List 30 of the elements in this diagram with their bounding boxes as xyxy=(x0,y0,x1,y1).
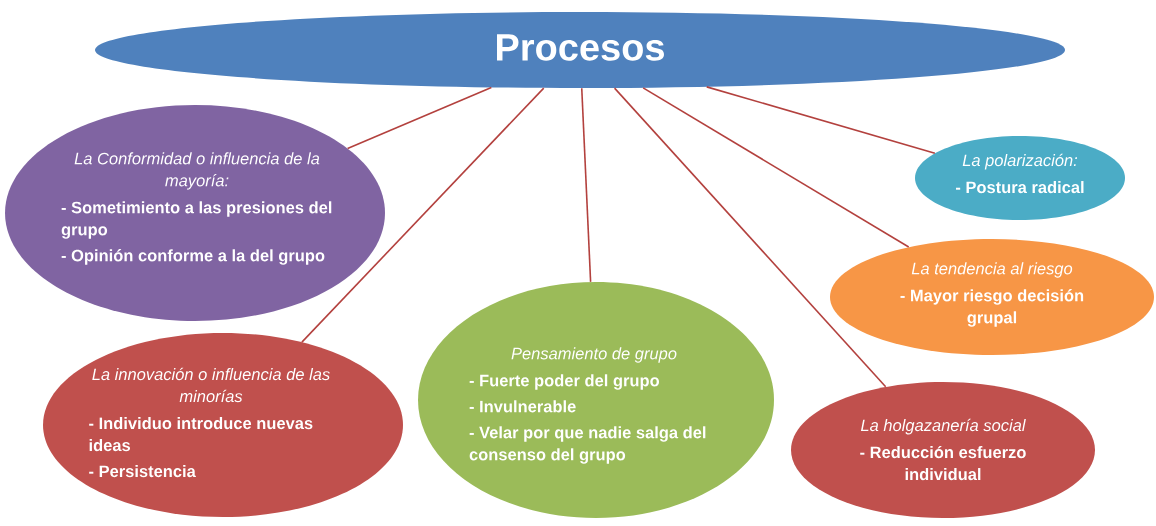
connector-line xyxy=(580,87,592,283)
connector-line xyxy=(705,86,936,154)
bullet-text: - Persistencia xyxy=(89,465,196,478)
title: Procesos xyxy=(497,34,664,61)
connector-line xyxy=(301,87,545,343)
topic-ellipse xyxy=(830,239,1154,355)
connector-line xyxy=(346,86,493,150)
connector-line xyxy=(613,87,887,388)
bullet-text: - Invulnerable xyxy=(469,400,576,413)
topic-ellipse xyxy=(418,282,774,518)
bullet-text: - Fuerte poder del grupo xyxy=(469,374,660,390)
topic-ellipse xyxy=(43,333,403,517)
heading: La Conformidad o influencia de la mayoría: xyxy=(74,152,320,190)
bullet-text: - Velar por que nadie salga del consenso del grupo xyxy=(469,426,706,464)
heading: La holgazanería social xyxy=(860,418,1026,435)
bullet-text: - Mayor riesgo decisión grupal xyxy=(900,289,1084,327)
topic-ellipse xyxy=(915,136,1125,220)
heading: La innovación o influencia de las minorías xyxy=(92,367,330,403)
bullet-text: - Postura radical xyxy=(956,181,1084,194)
bullet-text: - Sometimiento a las presiones del grupo xyxy=(61,201,332,239)
topic-ellipse xyxy=(5,105,385,321)
topic-ellipse xyxy=(95,12,1065,88)
connector-line xyxy=(642,87,910,248)
bullet-text: - Individuo introduce nuevas ideas xyxy=(89,417,313,452)
heading: La tendencia al riesgo xyxy=(911,262,1073,278)
bullet-text: - Reducción esfuerzo individual xyxy=(860,445,1026,481)
heading: La polarización: xyxy=(962,153,1078,170)
bullet-text: - Opinión conforme a la del grupo xyxy=(61,249,325,265)
heading: Pensamiento de grupo xyxy=(511,347,677,363)
topic-ellipse xyxy=(791,382,1095,518)
